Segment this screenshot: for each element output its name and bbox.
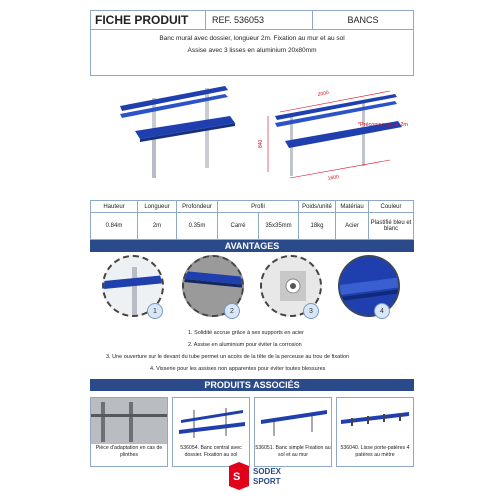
product-category: BANCS — [347, 15, 379, 25]
spec-value: Acier — [335, 212, 369, 240]
related-product-card[interactable]: 536054. Banc central avec dossier. Fixat… — [172, 397, 250, 467]
advantage-badge: 4 — [374, 303, 390, 319]
bench-dimension-drawing: 2000 840 1600 — [258, 90, 402, 182]
advantage-item: 2. Assise en aluminium pour éviter la co… — [188, 342, 302, 348]
spec-value: 0.35m — [176, 212, 218, 240]
advantage-item: 1. Solidité accrue grâce à ses supports … — [188, 330, 304, 336]
product-reference: REF. 536053 — [206, 11, 313, 29]
spec-value: Carré — [217, 212, 259, 240]
spec-value: 18kg — [298, 212, 336, 240]
advantage-item: 4. Visserie pour les assises non apparen… — [150, 366, 326, 372]
svg-text:S: S — [233, 471, 240, 483]
description-line-2: Assise avec 3 lisses en aluminium 20x80m… — [187, 47, 317, 54]
related-product-card[interactable]: 536040. Lisse porte-patères 4 patères au… — [336, 397, 414, 467]
spec-value: 35x35mm — [258, 212, 299, 240]
spec-table: Hauteur Longueur Profondeur Profil Poids… — [90, 200, 414, 240]
sheet-title: FICHE PRODUIT — [91, 11, 206, 29]
logo-line-2: SPORT — [253, 477, 281, 486]
dim-length: 2000 — [317, 90, 329, 98]
advantage-item: 3. Une ouverture sur le devant du tube p… — [106, 354, 350, 360]
spec-header: Longueur — [137, 200, 177, 213]
spec-value: 0.84m — [90, 212, 138, 240]
related-product-caption: 536051. Banc simple Fixation au sol et a… — [255, 445, 331, 458]
related-product-caption: 536054. Banc central avec dossier. Fixat… — [180, 445, 242, 458]
spec-value: Plastifié bleu et blanc — [368, 212, 414, 240]
related-product-card[interactable]: 536051. Banc simple Fixation au sol et a… — [254, 397, 332, 467]
advantage-photo-4 — [338, 255, 400, 317]
related-product-card[interactable]: Pièce d'adaptation en cas de plinthes — [90, 397, 168, 467]
related-products-title: PRODUITS ASSOCIÉS — [90, 379, 414, 391]
sodex-sport-logo: S SODEX SPORT — [229, 462, 282, 490]
advantage-badge: 3 — [303, 303, 319, 319]
description-line-1: Banc mural avec dossier, longueur 2m. Fi… — [159, 35, 345, 42]
advantages-title: AVANTAGES — [90, 240, 414, 252]
related-product-image — [261, 410, 327, 436]
dim-height: 840 — [258, 139, 264, 148]
related-product-image — [179, 408, 245, 438]
dim-depth: 1600 — [327, 174, 339, 182]
sheet-header: FICHE PRODUIT REF. 536053 BANCS — [90, 10, 414, 30]
spec-header: Couleur — [368, 200, 414, 213]
spec-header: Profondeur — [176, 200, 218, 213]
advantage-badge: 2 — [224, 303, 240, 319]
spec-header-row: Hauteur Longueur Profondeur Profil Poids… — [90, 200, 414, 213]
bench-perspective-illustration — [120, 86, 235, 178]
related-product-caption: 536040. Lisse porte-patères 4 patères au… — [340, 445, 410, 458]
spec-value: 2m — [137, 212, 177, 240]
logo-line-1: SODEX — [253, 467, 282, 476]
product-images: 2000 840 1600 — [120, 86, 402, 182]
spec-header: Profil — [217, 200, 299, 213]
spec-header: Poids/unité — [298, 200, 336, 213]
spec-header: Matériau — [335, 200, 369, 213]
spec-value-row: 0.84m 2m 0.35m Carré 35x35mm 18kg Acier … — [90, 212, 414, 240]
related-product-image — [91, 398, 167, 444]
spec-header: Hauteur — [90, 200, 138, 213]
product-description: Banc mural avec dossier, longueur 2m. Fi… — [90, 30, 414, 76]
related-product-image — [341, 412, 409, 426]
advantage-badge: 1 — [147, 303, 163, 319]
recommendation-note: *Préconiser pour 2m — [357, 122, 408, 128]
product-sheet: FICHE PRODUIT REF. 536053 BANCS Banc mur… — [90, 10, 414, 492]
related-product-caption: Pièce d'adaptation en cas de plinthes — [95, 445, 163, 458]
